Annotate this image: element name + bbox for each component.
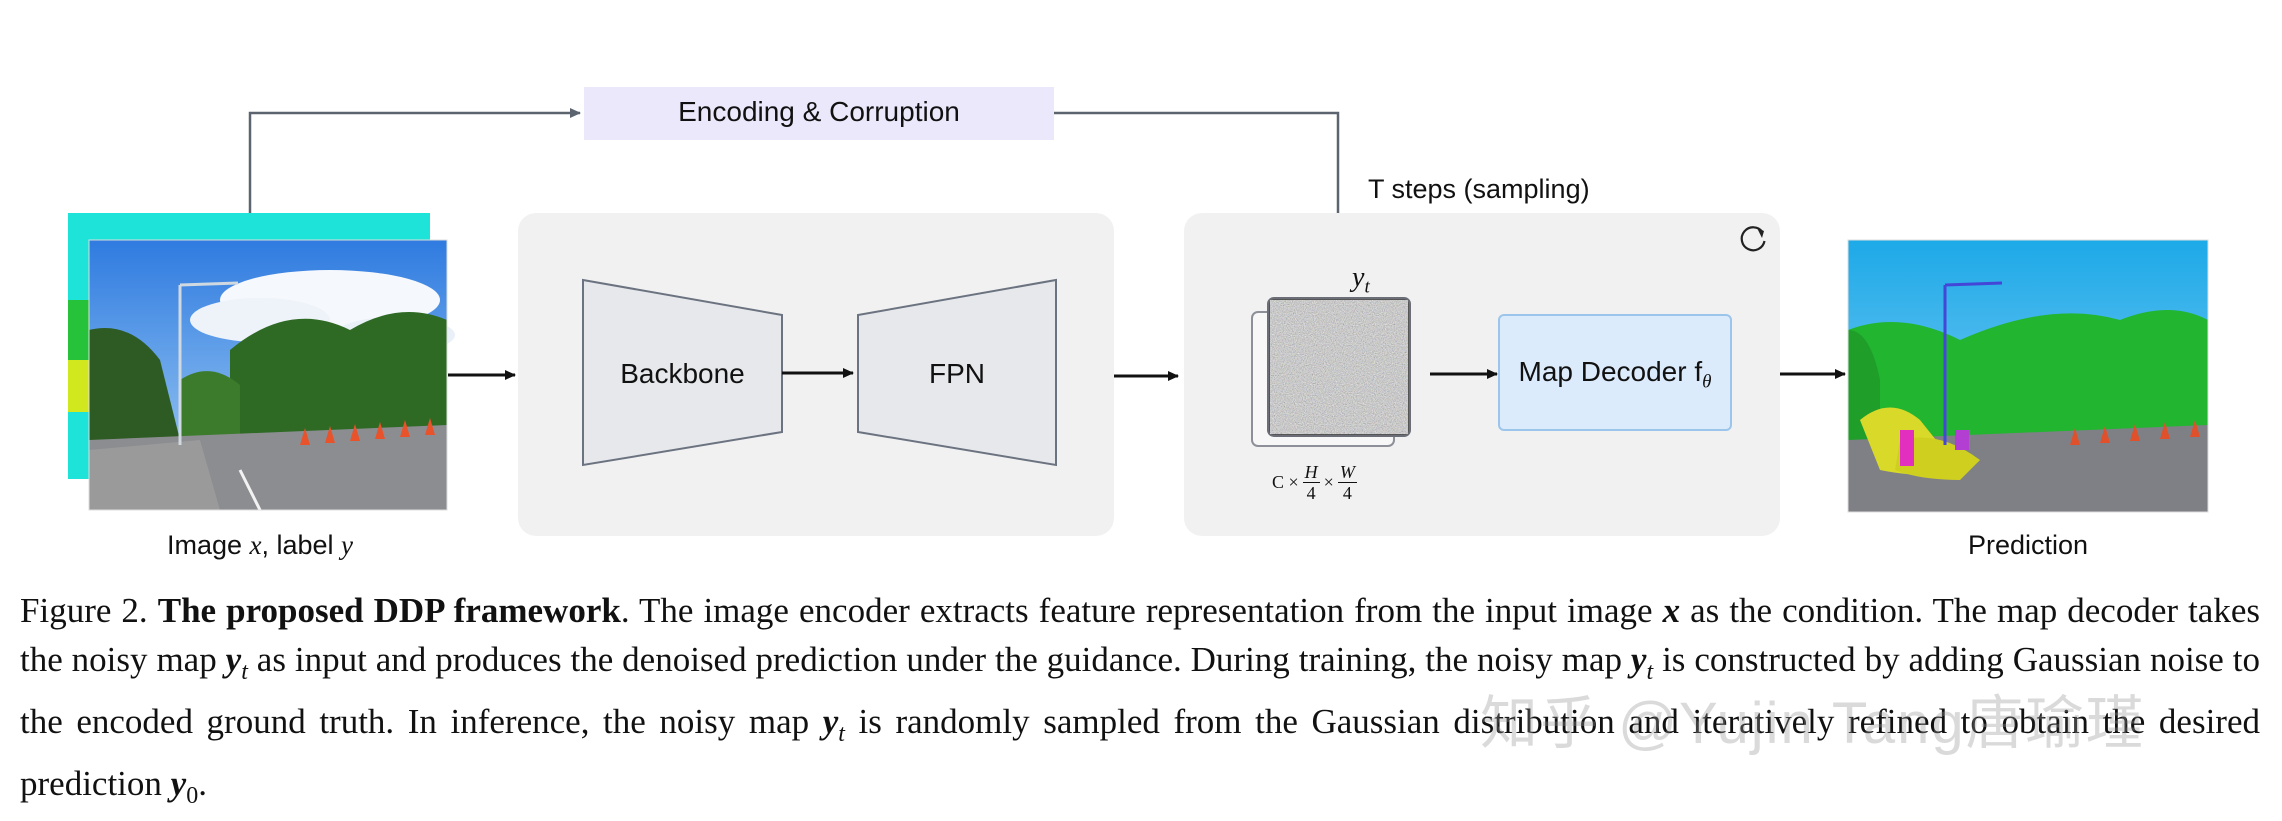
caption-var-x: x	[1662, 591, 1681, 630]
caption-sub-4: 0	[186, 783, 199, 809]
caption-var-yt-2: y	[1630, 640, 1647, 679]
input-caption-y: y	[341, 530, 354, 560]
encoding-path-in	[248, 108, 581, 213]
ddp-framework-diagram	[68, 87, 2209, 536]
prediction-image	[1847, 239, 2209, 513]
caption-var-y0: y	[170, 764, 187, 803]
dims-w-den: 4	[1342, 483, 1352, 503]
caption-sub-1: t	[241, 659, 248, 685]
caption-sub-2: t	[1646, 659, 1654, 685]
map-decoder-box	[1498, 314, 1732, 431]
backbone-label: Backbone	[620, 358, 745, 389]
dims-h-frac: H 4	[1302, 462, 1320, 503]
figure-caption: Figure 2. The proposed DDP framework. Th…	[20, 586, 2260, 821]
backbone-block	[582, 278, 783, 467]
caption-seg1: . The image encoder extracts feature rep…	[620, 591, 1663, 630]
caption-seg2: as the condition. The map decoder takes …	[20, 591, 2260, 679]
input-caption: Image x, label y	[90, 530, 430, 561]
input-caption-b: , label	[261, 530, 342, 560]
figure-title: The proposed DDP framework	[157, 591, 621, 630]
noisy-map-stack	[1251, 297, 1411, 447]
fpn-block	[857, 278, 1057, 467]
fpn-label: FPN	[929, 358, 985, 389]
dims-w-frac: W 4	[1337, 462, 1357, 503]
encoding-corruption-box	[584, 87, 1054, 140]
yt-sub: t	[1364, 276, 1370, 298]
input-image-stack	[68, 213, 455, 511]
caption-seg6: .	[198, 764, 207, 803]
encoding-corruption-label: Encoding & Corruption	[678, 96, 960, 127]
caption-seg3: as input and produces the denoised predi…	[247, 640, 1631, 679]
map-decoder-text: Map Decoder f	[1518, 356, 1703, 387]
watermark: 知乎 @Yujin Tang唐瑜瑾	[1480, 691, 2146, 756]
caption-sub-3: t	[838, 721, 845, 747]
refresh-icon	[1740, 226, 1766, 252]
caption-seg4: is constructed by adding Gaussian noise …	[20, 640, 2260, 741]
map-decoder-label: Map Decoder fθ	[1499, 356, 1731, 394]
dims-c: C ×	[1272, 472, 1299, 492]
dims-h: H	[1302, 462, 1320, 483]
dims-times: ×	[1323, 472, 1334, 492]
yt-var: y	[1352, 262, 1365, 293]
input-caption-x: x	[249, 530, 262, 560]
caption-seg5: is randomly sampled from the Gaussian di…	[20, 702, 2261, 803]
dims-h-den: 4	[1306, 483, 1316, 503]
dims-label: C × H 4 × W 4	[1272, 462, 1357, 503]
prediction-caption: Prediction	[1967, 530, 2089, 560]
figure-label: Figure 2.	[20, 591, 148, 630]
input-caption-a: Image	[166, 530, 250, 560]
map-decoder-sub: θ	[1702, 371, 1712, 393]
t-steps-label: T steps (sampling)	[1368, 174, 1590, 204]
caption-var-yt-1: y	[225, 640, 242, 679]
yt-label: yt	[1352, 262, 1370, 299]
dims-w: W	[1337, 462, 1357, 483]
caption-var-yt-3: y	[822, 702, 839, 741]
